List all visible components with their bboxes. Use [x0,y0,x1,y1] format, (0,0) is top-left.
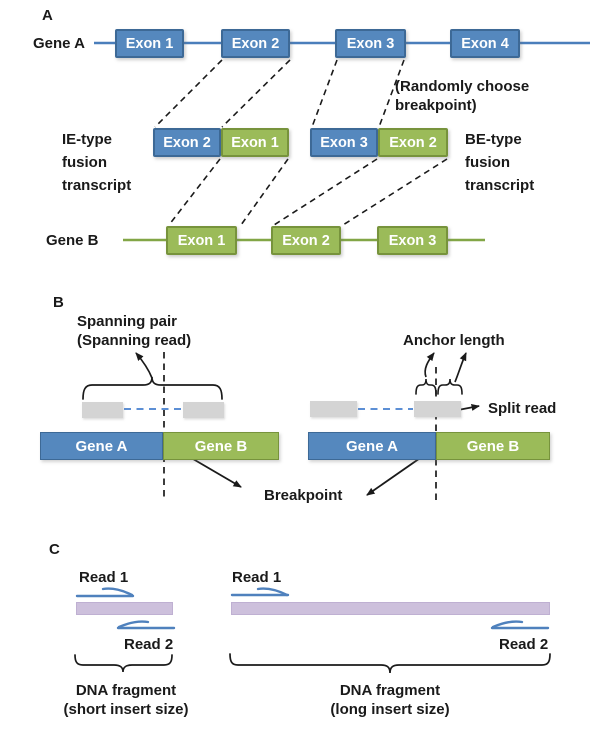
gene-a-exon-1: Exon 1 [115,29,184,58]
be-fusion-exon-2: Exon 2 [378,128,448,157]
ie-type-label: IE-type fusion transcript [62,128,131,197]
gene-a-label: Gene A [33,35,85,52]
fusion-bar-left-gene-b: Gene B [163,432,279,460]
fusion-bar-left-gene-a: Gene A [40,432,163,460]
gene-a-exon-2: Exon 2 [221,29,290,58]
gene-b-exon-2: Exon 2 [271,226,341,255]
spanning-pair-label-line-1: Spanning pair [77,313,178,330]
long-fragment-caption-line-2: (long insert size) [330,701,450,718]
short-dna-fragment-bar [76,602,173,615]
breakpoint-label: Breakpoint [264,487,343,504]
long-fragment-caption-line-1: DNA fragment [339,682,441,699]
spanning-read-right-mate [183,402,224,418]
random-breakpoint-note-line-2: breakpoint) [395,97,477,114]
split-read-left-mate [310,401,357,417]
be-fusion-exon-3: Exon 3 [310,128,378,157]
split-read-arrow [457,403,480,411]
spanning-pair-brace [82,376,223,400]
anchor-length-label: Anchor length [403,332,505,349]
anchor-length-arrow-left [424,352,435,378]
spanning-pair-label: Spanning pair (Spanning read) [77,312,191,350]
ie-fusion-exon-2: Exon 2 [153,128,221,157]
gene-a-exon-4: Exon 4 [450,29,520,58]
gene-b-exon-3: Exon 3 [377,226,448,255]
ie-type-label-line-2: fusion [62,154,107,171]
random-breakpoint-note-line-1: (Randomly choose [395,78,530,95]
split-read-label: Split read [488,400,557,417]
long-fragment-read1-label: Read 1 [232,569,282,586]
short-fragment-read2-label: Read 2 [124,636,174,653]
be-type-label-line-2: fusion [465,154,510,171]
anchor-length-brace-right [437,378,463,395]
split-read-box [414,401,461,417]
long-dna-fragment-bar [231,602,550,615]
fusion-to-gene-b-dashed-lines [168,158,448,226]
long-fragment-caption: DNA fragment (long insert size) [322,681,458,719]
short-fragment-caption: DNA fragment (short insert size) [58,681,194,719]
short-fragment-caption-line-1: DNA fragment [75,682,177,699]
gene-b-label: Gene B [46,232,99,249]
gene-b-exon-1: Exon 1 [166,226,237,255]
be-type-label-line-3: transcript [465,177,535,194]
gene-a-exon-3: Exon 3 [335,29,406,58]
anchor-length-arrow-right [454,352,467,383]
spanning-read-left-mate [82,402,123,418]
long-fragment-read2-label: Read 2 [499,636,549,653]
be-type-label-line-1: BE-type [465,131,522,148]
ie-type-label-line-3: transcript [62,177,132,194]
panel-a-label: A [42,7,53,24]
ie-type-label-line-1: IE-type [62,131,113,148]
spanning-pair-label-line-2: (Spanning read) [77,332,192,349]
spanning-pair-arrow [135,352,153,379]
short-fragment-read1-label: Read 1 [79,569,129,586]
gene-a-to-fusion-dashed-lines [154,59,405,128]
be-type-label: BE-type fusion transcript [465,128,534,197]
anchor-length-brace-left [415,378,437,395]
fusion-bar-right-gene-a: Gene A [308,432,436,460]
long-fragment-bracket [229,653,551,674]
short-fragment-caption-line-2: (short insert size) [63,701,189,718]
fusion-bar-right-gene-b: Gene B [436,432,550,460]
random-breakpoint-note: (Randomly choose breakpoint) [395,77,529,115]
ie-fusion-exon-1: Exon 1 [221,128,289,157]
panel-c-label: C [49,541,60,558]
short-fragment-bracket [74,654,173,673]
panel-b-label: B [53,294,64,311]
